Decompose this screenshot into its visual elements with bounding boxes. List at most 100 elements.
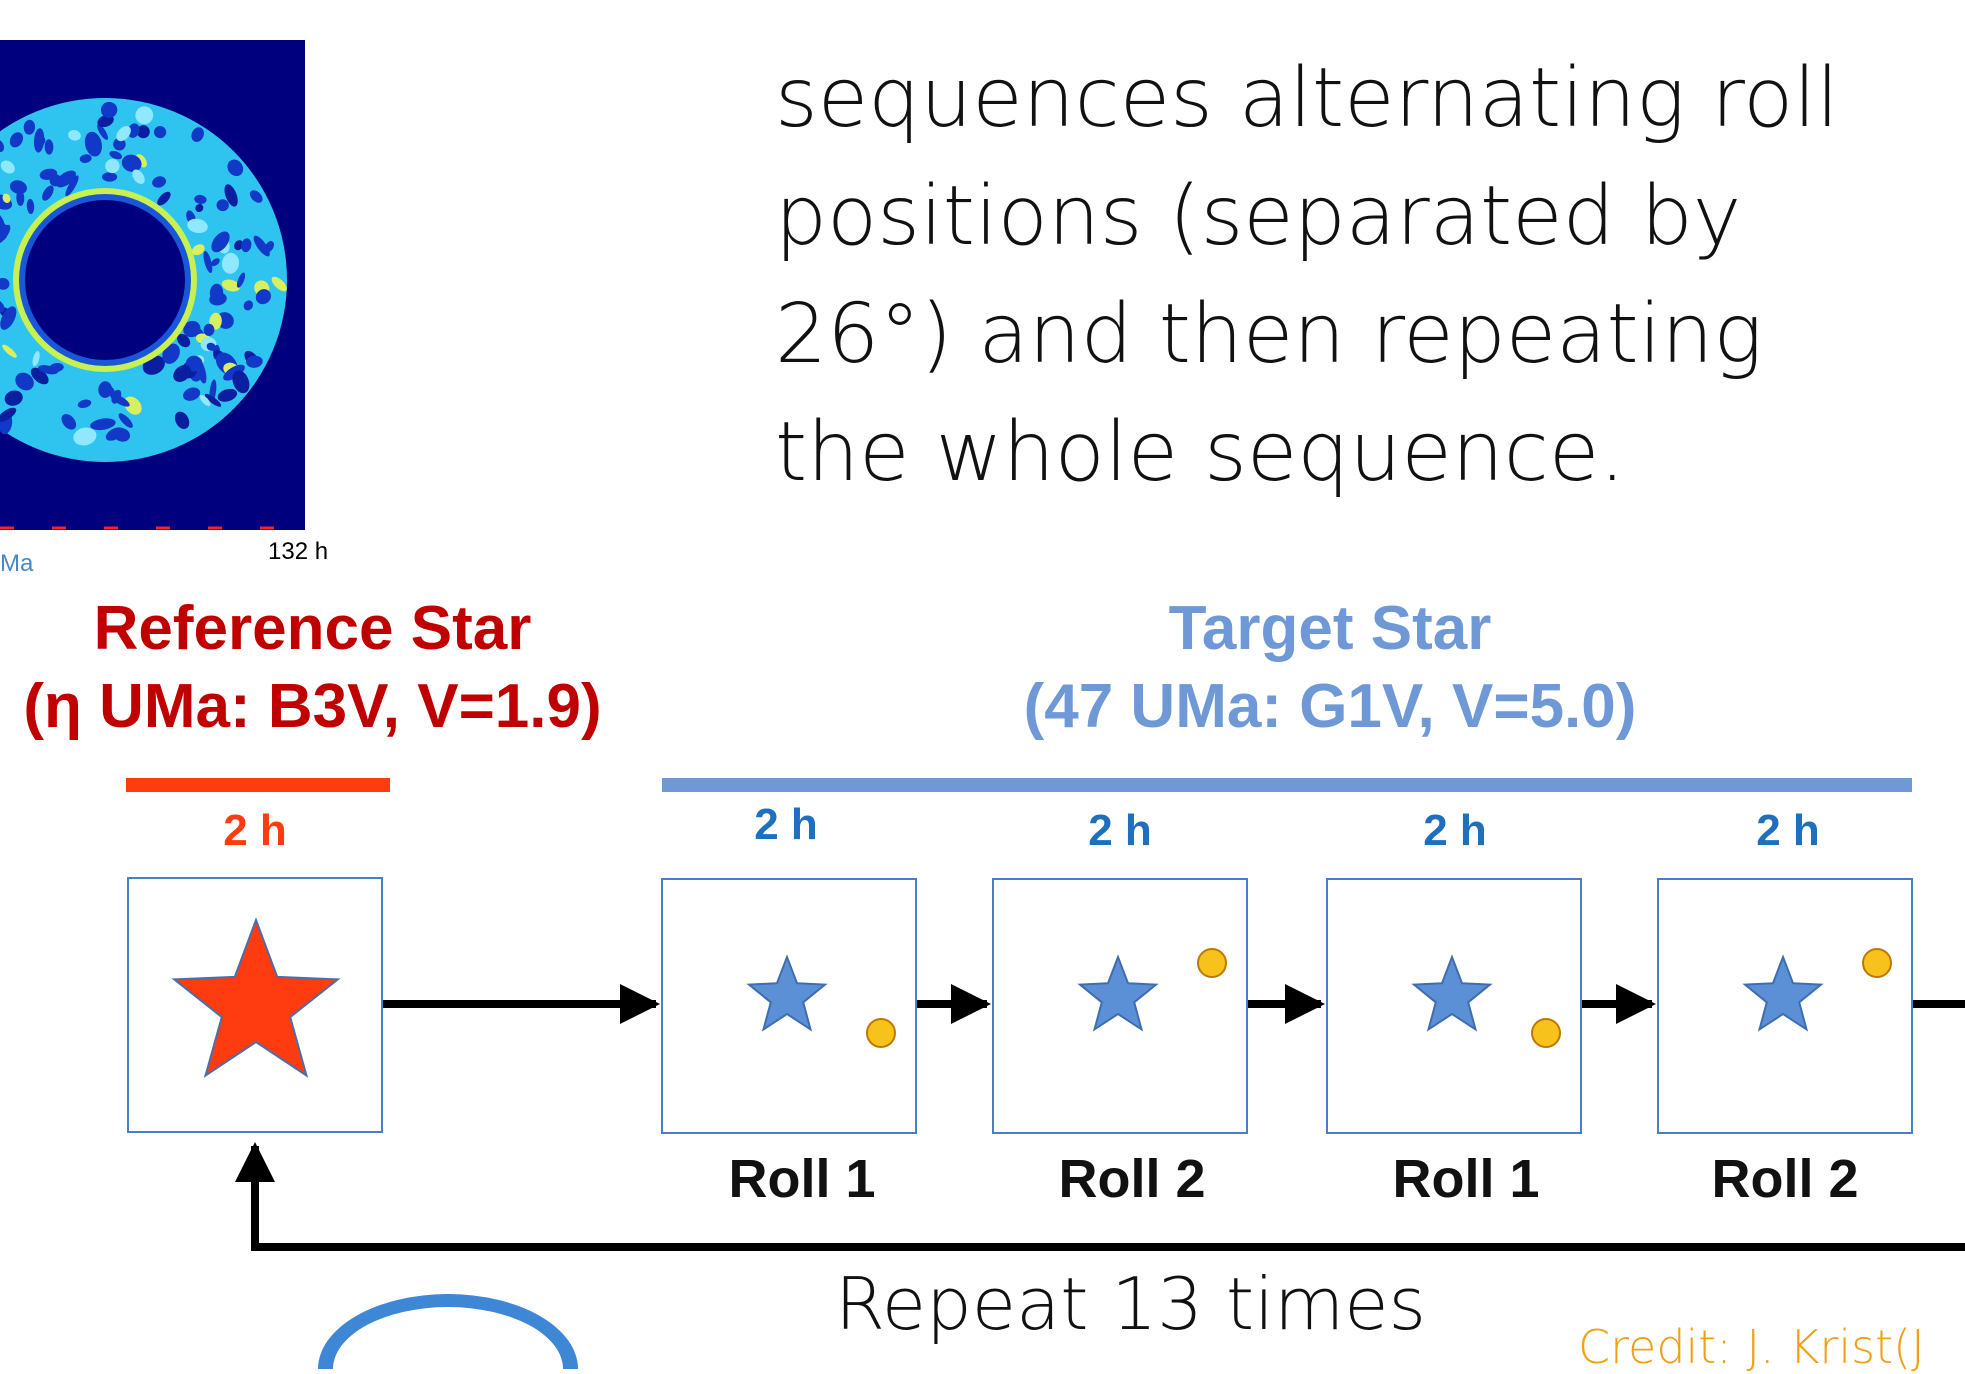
- speckle: [0, 277, 10, 290]
- speckle: [152, 176, 167, 188]
- speckle: [210, 258, 220, 267]
- speckle: [16, 190, 25, 206]
- image-inner-mask: [25, 200, 185, 360]
- image-speckles: [0, 101, 287, 446]
- speckle: [77, 399, 92, 409]
- speckle: [157, 191, 171, 206]
- roll-label: Roll 2: [1711, 1149, 1859, 1209]
- speckle: [61, 413, 77, 430]
- roll-label: Roll 1: [1392, 1149, 1540, 1209]
- speckle: [73, 427, 97, 446]
- speckle: [23, 119, 36, 135]
- target-panel: [992, 878, 1248, 1134]
- logo-partial: [318, 1294, 578, 1369]
- image-time-label: 132 h: [268, 538, 329, 565]
- speckle: [271, 276, 287, 292]
- speckle: [100, 101, 118, 118]
- speckle: [162, 343, 180, 364]
- speckle: [216, 199, 229, 212]
- reference-duration: 2 h: [223, 806, 287, 855]
- speckle: [116, 126, 131, 142]
- speckle: [243, 300, 254, 311]
- speckle: [55, 170, 77, 188]
- speckle: [206, 342, 216, 351]
- speckle: [124, 396, 142, 415]
- speckle: [26, 198, 35, 214]
- speckle: [68, 130, 81, 141]
- speckle: [191, 127, 204, 142]
- body-text-line: positions (separated by: [775, 169, 1742, 264]
- speckle: [98, 381, 113, 398]
- speckle: [132, 169, 145, 185]
- speckle: [236, 272, 246, 288]
- reference-star-name: Reference Star: [93, 594, 532, 663]
- body-text-line: sequences alternating roll: [775, 51, 1839, 146]
- speckle: [38, 365, 59, 375]
- speckle: [2, 344, 17, 358]
- speckle: [0, 160, 15, 174]
- speckle: [102, 172, 118, 182]
- speckle: [32, 351, 40, 367]
- speckle: [0, 209, 5, 231]
- speckle: [42, 185, 54, 201]
- target-bar: [662, 778, 1912, 792]
- reference-star-icon: [171, 917, 341, 1078]
- speckle: [227, 159, 244, 177]
- speckle: [118, 413, 133, 428]
- speckle: [30, 367, 49, 385]
- speckle: [113, 138, 126, 151]
- speckle: [199, 394, 211, 407]
- speckle: [241, 238, 252, 253]
- speckle: [136, 125, 150, 139]
- body-text-line: 26°) and then repeating: [775, 287, 1763, 382]
- speckle: [2, 193, 11, 203]
- repeat-loop-arrow: [235, 1142, 1965, 1251]
- coronagraph-image: [0, 40, 305, 530]
- speckle: [0, 306, 17, 330]
- target-star-title: Target Star (47 UMa: G1V, V=5.0): [980, 590, 1680, 746]
- speckle: [234, 240, 244, 251]
- speckle: [109, 150, 123, 160]
- speckle: [121, 154, 142, 172]
- speckle: [135, 106, 154, 125]
- target-duration: 2 h: [1088, 806, 1152, 855]
- speckle: [195, 203, 204, 213]
- speckle: [217, 388, 238, 402]
- body-text: sequences alternating roll positions (se…: [775, 40, 1955, 512]
- logo-inner: [333, 1307, 563, 1369]
- speckle: [111, 389, 122, 404]
- target-panel: [1657, 878, 1913, 1134]
- speckle: [79, 154, 92, 163]
- roll-label: Roll 1: [728, 1149, 876, 1209]
- companion-dot-icon: [866, 1018, 896, 1048]
- target-star-icon: [746, 954, 828, 1032]
- repeat-label: Repeat 13 times: [835, 1262, 1427, 1346]
- speckle: [185, 355, 203, 372]
- image-caption-partial: Ma: [0, 550, 34, 577]
- speckle: [221, 279, 240, 292]
- speckle: [203, 250, 213, 274]
- speckle: [224, 184, 238, 207]
- companion-dot-icon: [1531, 1018, 1561, 1048]
- speckle: [97, 114, 114, 128]
- speckle: [44, 139, 54, 155]
- target-panels: [661, 878, 1913, 1134]
- speckle: [4, 390, 23, 406]
- credit-text: Credit: J. Krist(J: [1578, 1320, 1925, 1374]
- speckle: [105, 427, 124, 441]
- speckle: [191, 244, 205, 256]
- speckle: [203, 323, 215, 336]
- speckle: [174, 411, 190, 429]
- speckle: [249, 190, 263, 203]
- speckle: [211, 231, 230, 253]
- speckle: [154, 126, 167, 139]
- speckle: [255, 289, 271, 305]
- speckle: [90, 418, 116, 431]
- reference-bar: [126, 778, 390, 792]
- roll-label: Roll 2: [1058, 1149, 1206, 1209]
- body-text-line: the whole sequence.: [775, 405, 1626, 500]
- speckle: [204, 393, 222, 407]
- speckle: [183, 387, 201, 401]
- sequence-arrows: [235, 984, 1965, 1251]
- companion-dot-icon: [1197, 948, 1227, 978]
